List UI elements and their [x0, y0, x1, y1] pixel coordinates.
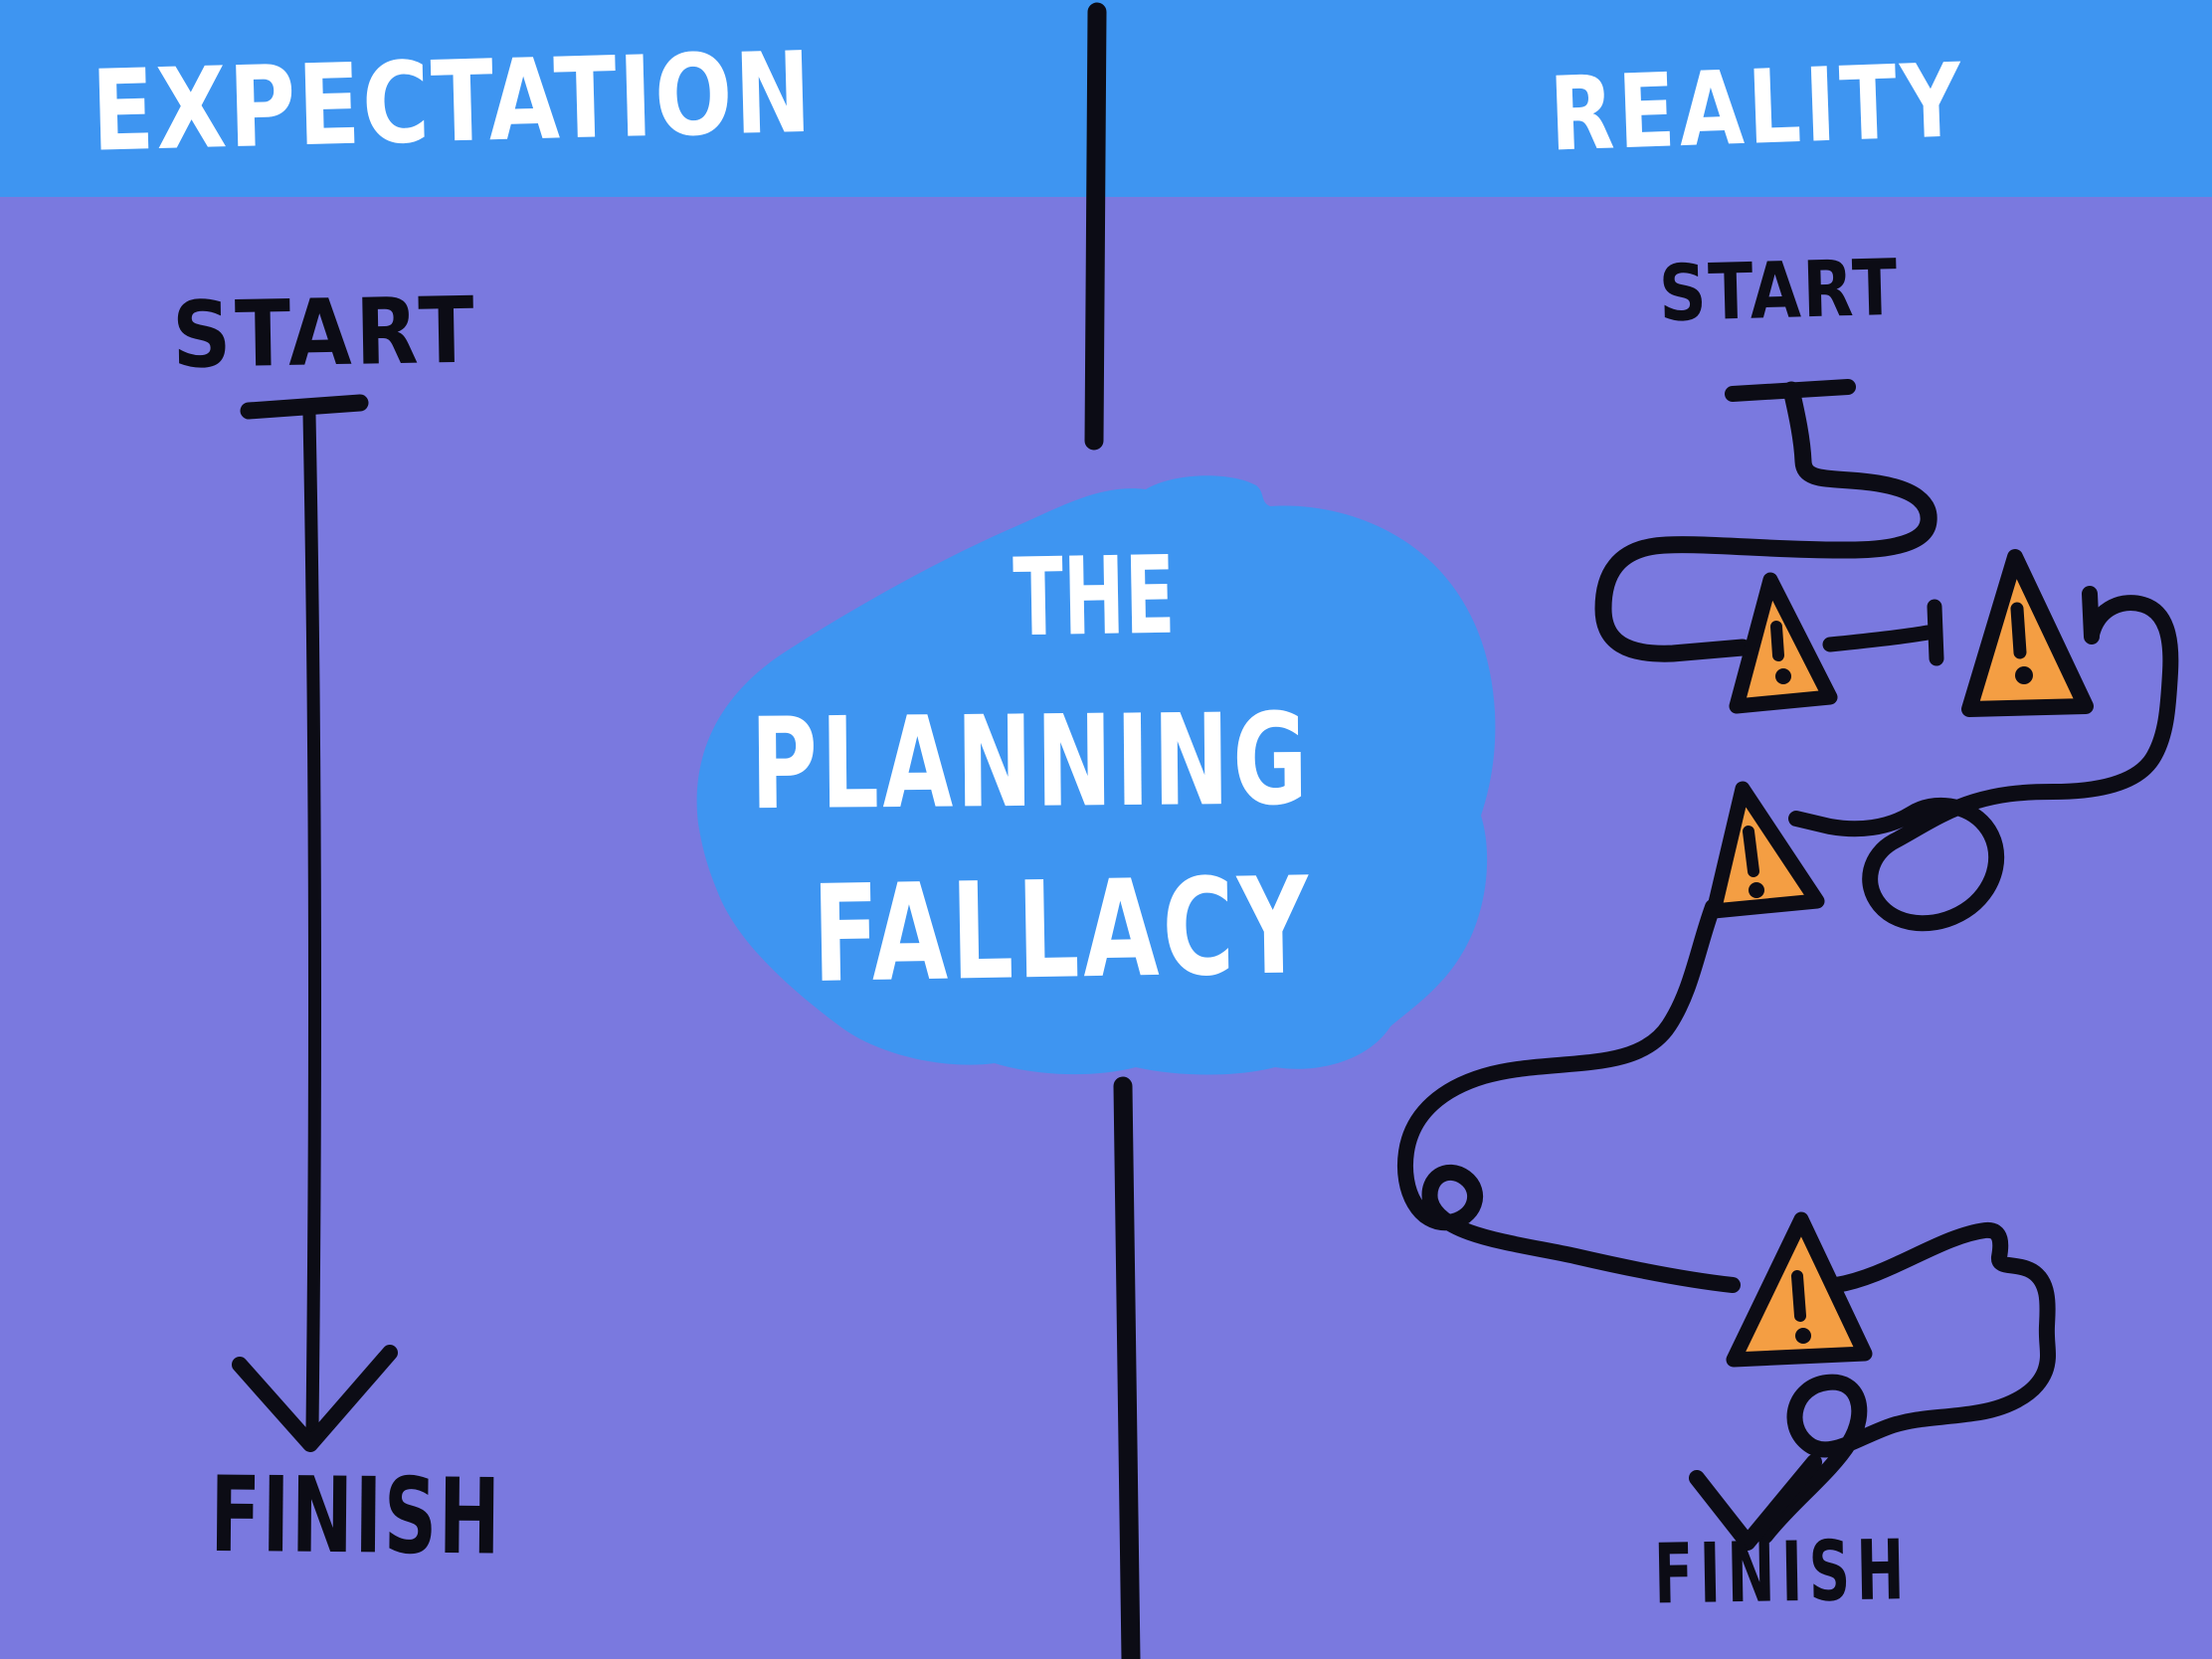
reality-label: REALITY	[1548, 40, 1967, 175]
finish-label-expectation: FINISH	[209, 1453, 503, 1578]
arrowhead-left	[232, 1345, 398, 1452]
blob-title-line-3: FALLACY	[811, 848, 1314, 1014]
winding-segment-2	[1822, 625, 1936, 652]
arrow-stem-left	[302, 408, 321, 1435]
barrier-tick	[1927, 599, 1944, 666]
panel-divider-top-line	[1084, 2, 1107, 451]
start-label-expectation: START	[171, 277, 479, 390]
title-blob	[696, 475, 1496, 1075]
panel-divider-bottom-line	[1113, 1076, 1141, 1659]
warning-triangle-icon	[1729, 572, 1838, 714]
expectation-straight-arrow	[232, 394, 398, 1452]
winding-segment-1	[1594, 381, 1937, 662]
start-label-reality: START	[1657, 242, 1901, 339]
finish-label-reality: FINISH	[1653, 1523, 1912, 1624]
reality-winding-path	[1396, 379, 2179, 1551]
winding-segment-5	[1757, 1221, 2057, 1544]
expectation-label: EXPECTATION	[90, 28, 815, 177]
warning-triangle-icon	[1961, 549, 2094, 717]
winding-segment-4	[1396, 899, 1741, 1293]
arrowhead-right	[1689, 1454, 1822, 1551]
winding-segment-3	[1788, 586, 2179, 932]
blob-title-line-1: THE	[1012, 532, 1177, 661]
warning-triangle-icon	[1726, 1211, 1873, 1368]
blob-title-line-2: PLANNING	[750, 685, 1312, 838]
warning-triangle-icon	[1706, 781, 1825, 919]
start-tick-bar-left	[240, 394, 369, 420]
